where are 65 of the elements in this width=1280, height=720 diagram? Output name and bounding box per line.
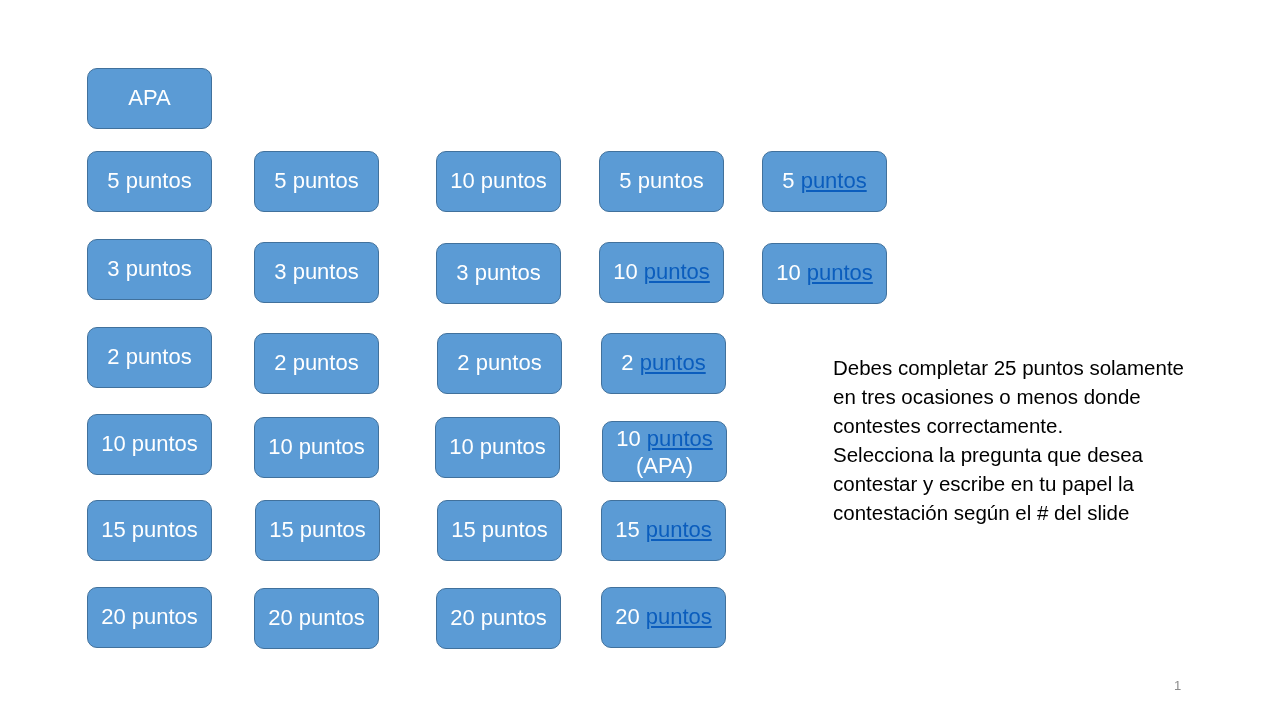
rounded-box	[602, 421, 727, 482]
box-label: 10 puntos	[268, 434, 365, 461]
box-label: 2 puntos	[107, 344, 192, 371]
hyperlink: puntos	[645, 604, 712, 630]
box-label: 10 puntos	[613, 259, 710, 286]
rounded-box	[599, 151, 724, 212]
hyperlink: puntos	[639, 350, 706, 376]
rounded-box	[254, 333, 379, 394]
rounded-box	[436, 588, 561, 649]
hyperlink: puntos	[645, 517, 712, 543]
box-label: 10 puntos	[101, 431, 198, 458]
rounded-box	[601, 333, 726, 394]
box-label: 10 puntos	[616, 424, 713, 452]
rounded-box	[762, 151, 887, 212]
box-label: 3 puntos	[274, 259, 359, 286]
box-label: 15 puntos	[615, 517, 712, 544]
rounded-box	[601, 500, 726, 561]
box-label: (APA)	[635, 451, 693, 479]
box-label: 20 puntos	[615, 604, 712, 631]
rounded-box	[437, 333, 562, 394]
rounded-box	[87, 239, 212, 300]
box-label: 10 puntos	[450, 168, 547, 195]
box-label: 20 puntos	[101, 604, 198, 631]
page-number: 1	[1174, 678, 1182, 693]
rounded-box	[87, 327, 212, 388]
rounded-box	[254, 151, 379, 212]
rounded-box	[762, 243, 887, 304]
hyperlink: puntos	[800, 168, 867, 194]
box-label: 5 puntos	[107, 168, 192, 195]
box-label: 2 puntos	[457, 350, 542, 377]
box-label: APA	[128, 85, 171, 112]
hyperlink: puntos	[646, 425, 713, 451]
box-label: 15 puntos	[101, 517, 198, 544]
box-label: 3 puntos	[107, 256, 192, 283]
box-label: 5 puntos	[274, 168, 359, 195]
rounded-box	[254, 242, 379, 303]
box-label: 20 puntos	[450, 605, 547, 632]
rounded-box	[437, 500, 562, 561]
rounded-box	[599, 242, 724, 303]
rounded-box	[254, 417, 379, 478]
box-label: 10 puntos	[776, 260, 873, 287]
instruction-text: Debes completar 25 puntos solamente en tres ocasiones o menos donde contestes correctamente.	[833, 355, 1185, 439]
hyperlink: puntos	[806, 260, 873, 286]
box-label: 10 puntos	[449, 434, 546, 461]
box-label: 3 puntos	[456, 260, 541, 287]
rounded-box	[87, 587, 212, 648]
box-label: 2 puntos	[621, 350, 706, 377]
rounded-box	[87, 500, 212, 561]
rounded-box	[255, 500, 380, 561]
rounded-box	[87, 151, 212, 212]
box-label: 2 puntos	[274, 350, 359, 377]
box-label: 15 puntos	[269, 517, 366, 544]
box-label: 20 puntos	[268, 605, 365, 632]
hyperlink: puntos	[643, 259, 710, 285]
instruction-text: Selecciona la pregunta que desea contestar y escribe en tu papel la contestación según el # del slide	[833, 442, 1144, 526]
box-label: 5 puntos	[782, 168, 867, 195]
rounded-box	[87, 68, 212, 129]
rounded-box	[436, 151, 561, 212]
rounded-box	[601, 587, 726, 648]
rounded-box	[87, 414, 212, 475]
rounded-box	[254, 588, 379, 649]
box-label: 5 puntos	[619, 168, 704, 195]
rounded-box	[435, 417, 560, 478]
rounded-box	[436, 243, 561, 304]
box-label: 15 puntos	[451, 517, 548, 544]
